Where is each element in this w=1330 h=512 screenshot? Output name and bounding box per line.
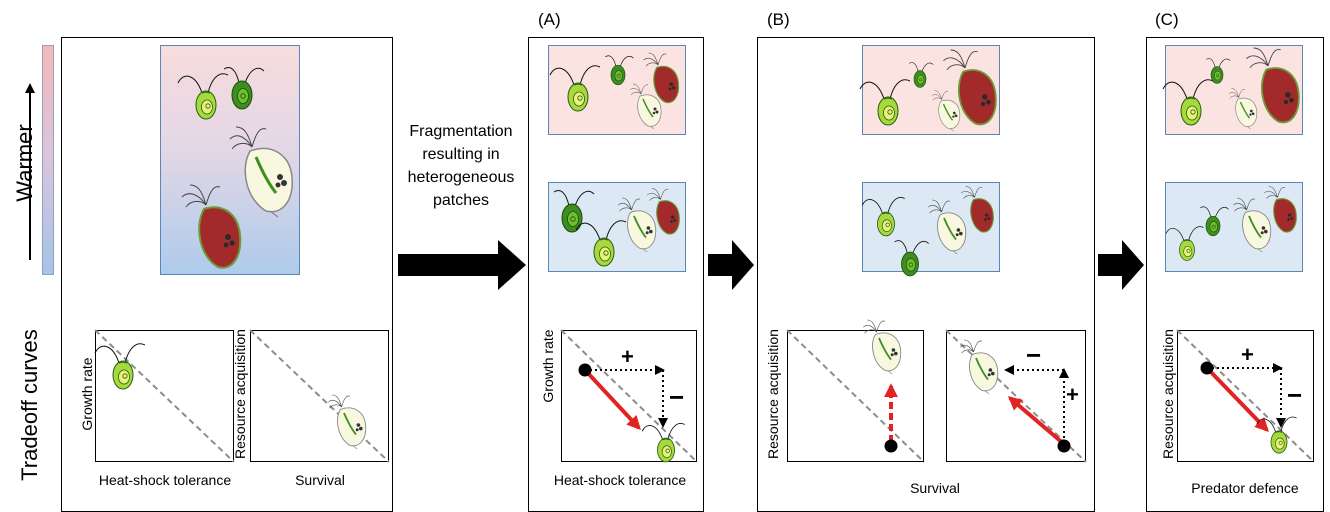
caption-line-2: resulting in bbox=[422, 146, 500, 163]
panel-b-x-label: Survival bbox=[910, 480, 960, 496]
warmer-arrow-icon bbox=[25, 83, 35, 260]
plot2-y-label: Resource acquisition bbox=[232, 329, 248, 459]
panel-a-warm-organisms bbox=[549, 52, 680, 130]
arrow-to-c-icon bbox=[1098, 240, 1144, 290]
daphnia-red-icon bbox=[181, 184, 242, 269]
plot1-y-label: Growth rate bbox=[79, 357, 95, 431]
panel-c-label: (C) bbox=[1155, 10, 1179, 29]
caption-line-3: heterogeneous bbox=[407, 169, 515, 186]
svg-text:+: + bbox=[1066, 382, 1079, 407]
svg-text:−: − bbox=[669, 382, 684, 412]
svg-text:−: − bbox=[1287, 380, 1302, 410]
panel-a-plot-marks: + − bbox=[560, 329, 698, 463]
panel-b-cool-organisms bbox=[861, 185, 994, 277]
mixed-habitat-organisms bbox=[177, 67, 294, 269]
svg-text:+: + bbox=[621, 344, 634, 369]
panel-c-warm-organisms bbox=[1162, 47, 1300, 130]
algae-fast-growing-icon bbox=[223, 67, 265, 110]
plot1-x-label: Heat-shock tolerance bbox=[98, 472, 232, 488]
algae-heat-tolerant-icon bbox=[177, 73, 229, 120]
panel-a-x-label: Heat-shock tolerance bbox=[553, 472, 687, 488]
panel-a-cool-organisms bbox=[553, 187, 680, 267]
svg-text:+: + bbox=[1241, 342, 1254, 367]
panel-a-label: (A) bbox=[538, 10, 561, 29]
panel-c-x-label: Predator defence bbox=[1191, 480, 1299, 496]
daphnia-pale-icon bbox=[228, 125, 294, 219]
panel-c-cool-organisms bbox=[1165, 185, 1297, 261]
plot2-x-label: Survival bbox=[295, 472, 345, 488]
panel-a-y-label: Growth rate bbox=[540, 329, 556, 403]
panel-b-y-label: Resource acquisition bbox=[765, 329, 781, 459]
plot2-tradeoff-line bbox=[249, 329, 390, 463]
panel-c-y-label: Resource acquisition bbox=[1160, 329, 1176, 459]
warmer-label: Warmer bbox=[12, 124, 37, 202]
panel-b-warm-organisms bbox=[859, 49, 997, 132]
caption-line-1: Fragmentation bbox=[409, 123, 513, 140]
plot1-tradeoff-line bbox=[94, 329, 235, 463]
tradeoff-curves-label: Tradeoff curves bbox=[17, 329, 42, 481]
temperature-gradient-bar bbox=[42, 45, 54, 275]
caption-line-4: patches bbox=[432, 192, 490, 209]
panel-b-label: (B) bbox=[767, 10, 790, 29]
svg-text:−: − bbox=[1026, 340, 1041, 370]
fragmentation-caption: Fragmentation resulting in heterogeneous… bbox=[395, 120, 527, 212]
fragmentation-arrow-icon bbox=[398, 240, 526, 290]
panel-b-plot-1-marks bbox=[786, 319, 925, 463]
panel-c-plot-marks: + − bbox=[1176, 329, 1315, 463]
arrow-to-b-icon bbox=[708, 240, 754, 290]
panel-b-plot-2-marks: − + bbox=[945, 329, 1087, 463]
